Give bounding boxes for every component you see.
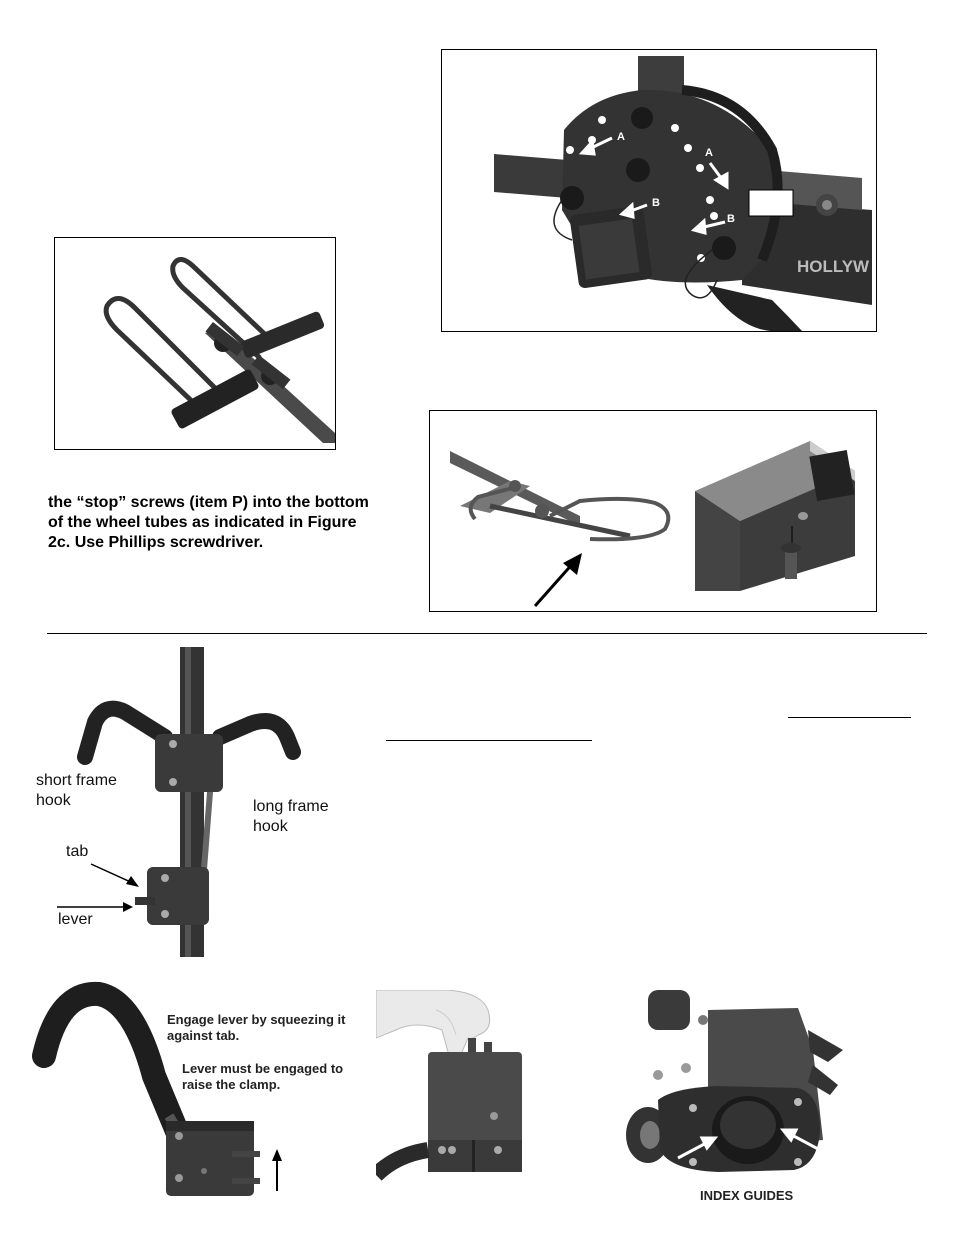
- underline-mark-2: [386, 740, 592, 741]
- stop-screw-illustration: [430, 411, 876, 611]
- hand-squeeze-figure: [376, 990, 576, 1198]
- arrow-label-a2: A: [705, 147, 713, 159]
- hitch-pivot-illustration: HOLLYW A A B B: [442, 50, 876, 331]
- lever-engage-illustration: [24, 966, 359, 1229]
- short-frame-hook-label: short frame hook: [36, 772, 117, 809]
- stop-screw-figure: [429, 410, 877, 612]
- frame-hooks-figure: short frame hook long frame hook tab lev…: [15, 642, 345, 957]
- frame-hooks-illustration: [15, 642, 345, 957]
- index-guides-figure: INDEX GUIDES: [598, 990, 870, 1216]
- arrow-label-b2: B: [727, 213, 735, 225]
- index-guides-illustration: [598, 990, 870, 1216]
- tab-label: tab: [66, 843, 89, 860]
- arrow-label-b1: B: [652, 197, 660, 209]
- stop-screw-instruction: the “stop” screws (item P) into the bott…: [48, 494, 369, 551]
- brand-text: HOLLYW: [797, 257, 870, 276]
- index-guides-caption: INDEX GUIDES: [700, 1188, 794, 1203]
- hitch-pivot-figure: HOLLYW A A B B: [441, 49, 877, 332]
- lever-caption-2: Lever must be engaged to raise the clamp…: [182, 1061, 344, 1092]
- wheel-tray-illustration: [55, 238, 335, 449]
- hand-squeeze-illustration: [376, 990, 576, 1198]
- lever-caption-1: Engage lever by squeezing it against tab…: [167, 1012, 346, 1043]
- arrow-label-a1: A: [617, 131, 625, 143]
- underline-mark-1: [788, 717, 911, 718]
- long-frame-hook-label: long frame hook: [253, 798, 329, 835]
- lever-engage-figure: Engage lever by squeezing it against tab…: [24, 966, 359, 1229]
- lever-label: lever: [58, 911, 93, 928]
- blank-label-box: [748, 189, 794, 217]
- section-divider: [47, 633, 927, 634]
- wheel-tray-figure: [54, 237, 336, 450]
